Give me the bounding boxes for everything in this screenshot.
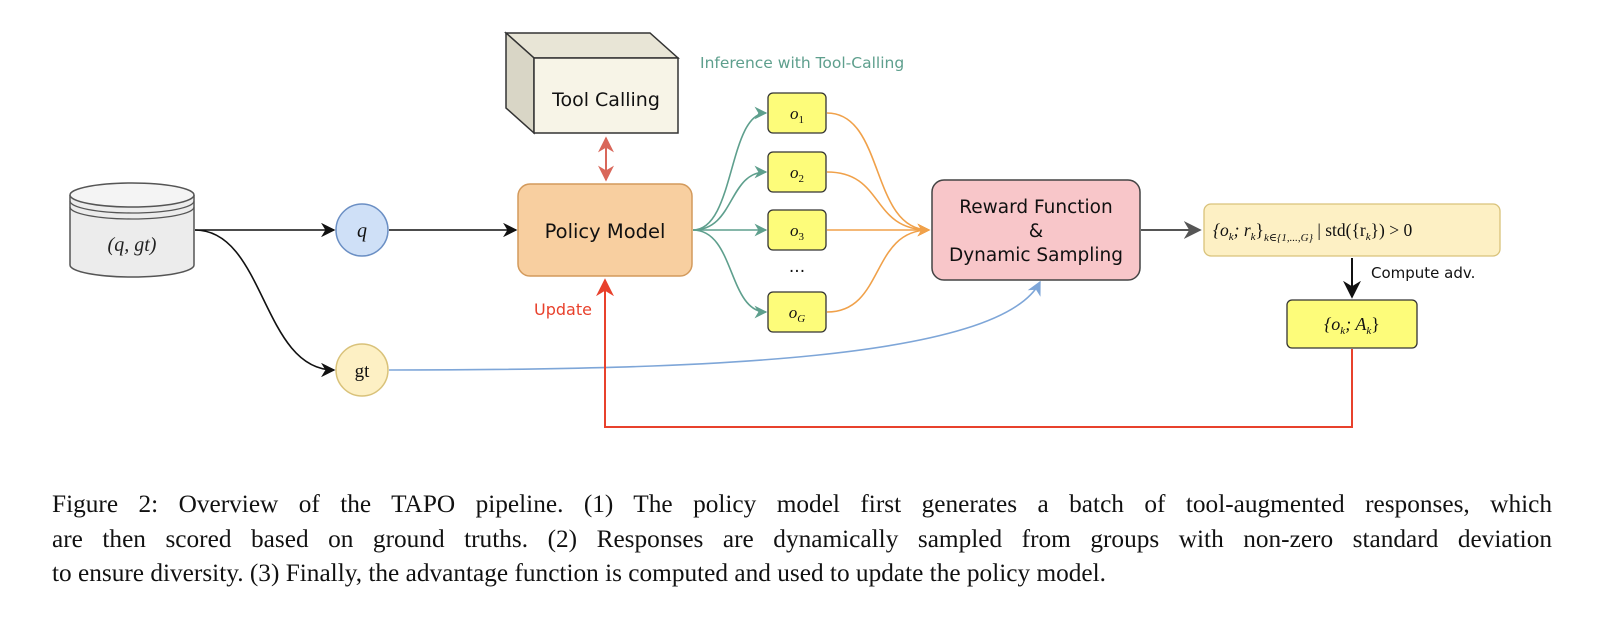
output-o3: o3 (767, 209, 827, 251)
output-oG-sub: G (797, 313, 805, 325)
filter-mid: ; r (1234, 220, 1251, 240)
advantage-box (1286, 299, 1418, 349)
output-oG-main: o (789, 303, 798, 322)
q-node (335, 203, 389, 257)
svg-text:o3: o3 (790, 221, 805, 243)
caption-line-1: Figure 2: Overview of the TAPO pipeline.… (52, 490, 1552, 518)
figure-caption: Figure 2: Overview of the TAPO pipeline.… (52, 487, 1552, 591)
svg-text:oG: oG (789, 303, 806, 325)
output-o1: o1 (767, 92, 827, 134)
gt-node-label: gt (355, 361, 371, 382)
filter-end: }) > 0 (1371, 220, 1413, 240)
reward-label-line3: Dynamic Sampling (949, 245, 1123, 266)
filter-formula: {ok; rk}k∈{1,...,G} | std({rk}) > 0 (1213, 220, 1412, 244)
filter-open: {o (1213, 220, 1229, 240)
output-o1-main: o (790, 104, 799, 123)
adv-open: {o (1324, 314, 1340, 334)
output-o1-sub: 1 (799, 114, 805, 126)
dataset-label: (q, gt) (108, 234, 157, 256)
gt-node (335, 343, 389, 397)
output-o2-main: o (790, 163, 799, 182)
filter-k1: k (1229, 231, 1235, 243)
arrow-dataset-to-gt (194, 229, 336, 378)
filter-formula-box (1203, 203, 1501, 257)
tool-calling-box: Tool Calling (504, 31, 680, 135)
teal-arrows (692, 106, 768, 319)
filter-condition: | std({r (1313, 220, 1366, 240)
policy-model-box (517, 183, 693, 277)
inference-label: Inference with Tool-Calling (700, 54, 904, 72)
outputs-ellipsis: ... (789, 257, 805, 277)
filter-k3: k (1366, 231, 1372, 243)
reward-function-box (931, 179, 1141, 281)
output-o2: o2 (767, 151, 827, 193)
compute-adv-label: Compute adv. (1371, 264, 1475, 282)
caption-line-3: to ensure diversity. (3) Finally, the ad… (52, 559, 1107, 587)
arrow-gt-to-reward (388, 280, 1041, 371)
orange-arrows (826, 112, 931, 313)
dataset-cylinder: (q, gt) (69, 182, 195, 278)
output-o3-sub: 3 (799, 231, 805, 243)
adv-k2: k (1366, 325, 1372, 337)
output-o2-sub: 2 (799, 173, 805, 185)
adv-k1: k (1340, 325, 1346, 337)
reward-label-line2: & (1029, 221, 1043, 242)
output-o3-main: o (790, 221, 799, 240)
svg-text:o1: o1 (790, 104, 804, 126)
advantage-formula: {ok; Ak} (1324, 314, 1380, 337)
tool-calling-label: Tool Calling (551, 89, 660, 111)
filter-subscript: k∈{1,...,G} (1264, 232, 1314, 244)
filter-k2: k (1251, 231, 1257, 243)
adv-close: } (1371, 314, 1380, 334)
policy-model-label: Policy Model (545, 220, 666, 243)
filter-close: } (1256, 220, 1264, 240)
update-label: Update (534, 300, 592, 319)
adv-mid: ; A (1345, 314, 1367, 334)
q-node-label: q (357, 220, 367, 242)
arrow-update-loop (596, 278, 1353, 428)
caption-line-2: are then scored based on ground truths. … (52, 524, 1552, 553)
svg-text:o2: o2 (790, 163, 804, 185)
output-oG: oG (767, 291, 827, 333)
reward-label-line1: Reward Function (959, 197, 1112, 218)
tapo-pipeline-diagram: (q, gt) q gt Tool Calling Inference with… (69, 31, 1501, 428)
